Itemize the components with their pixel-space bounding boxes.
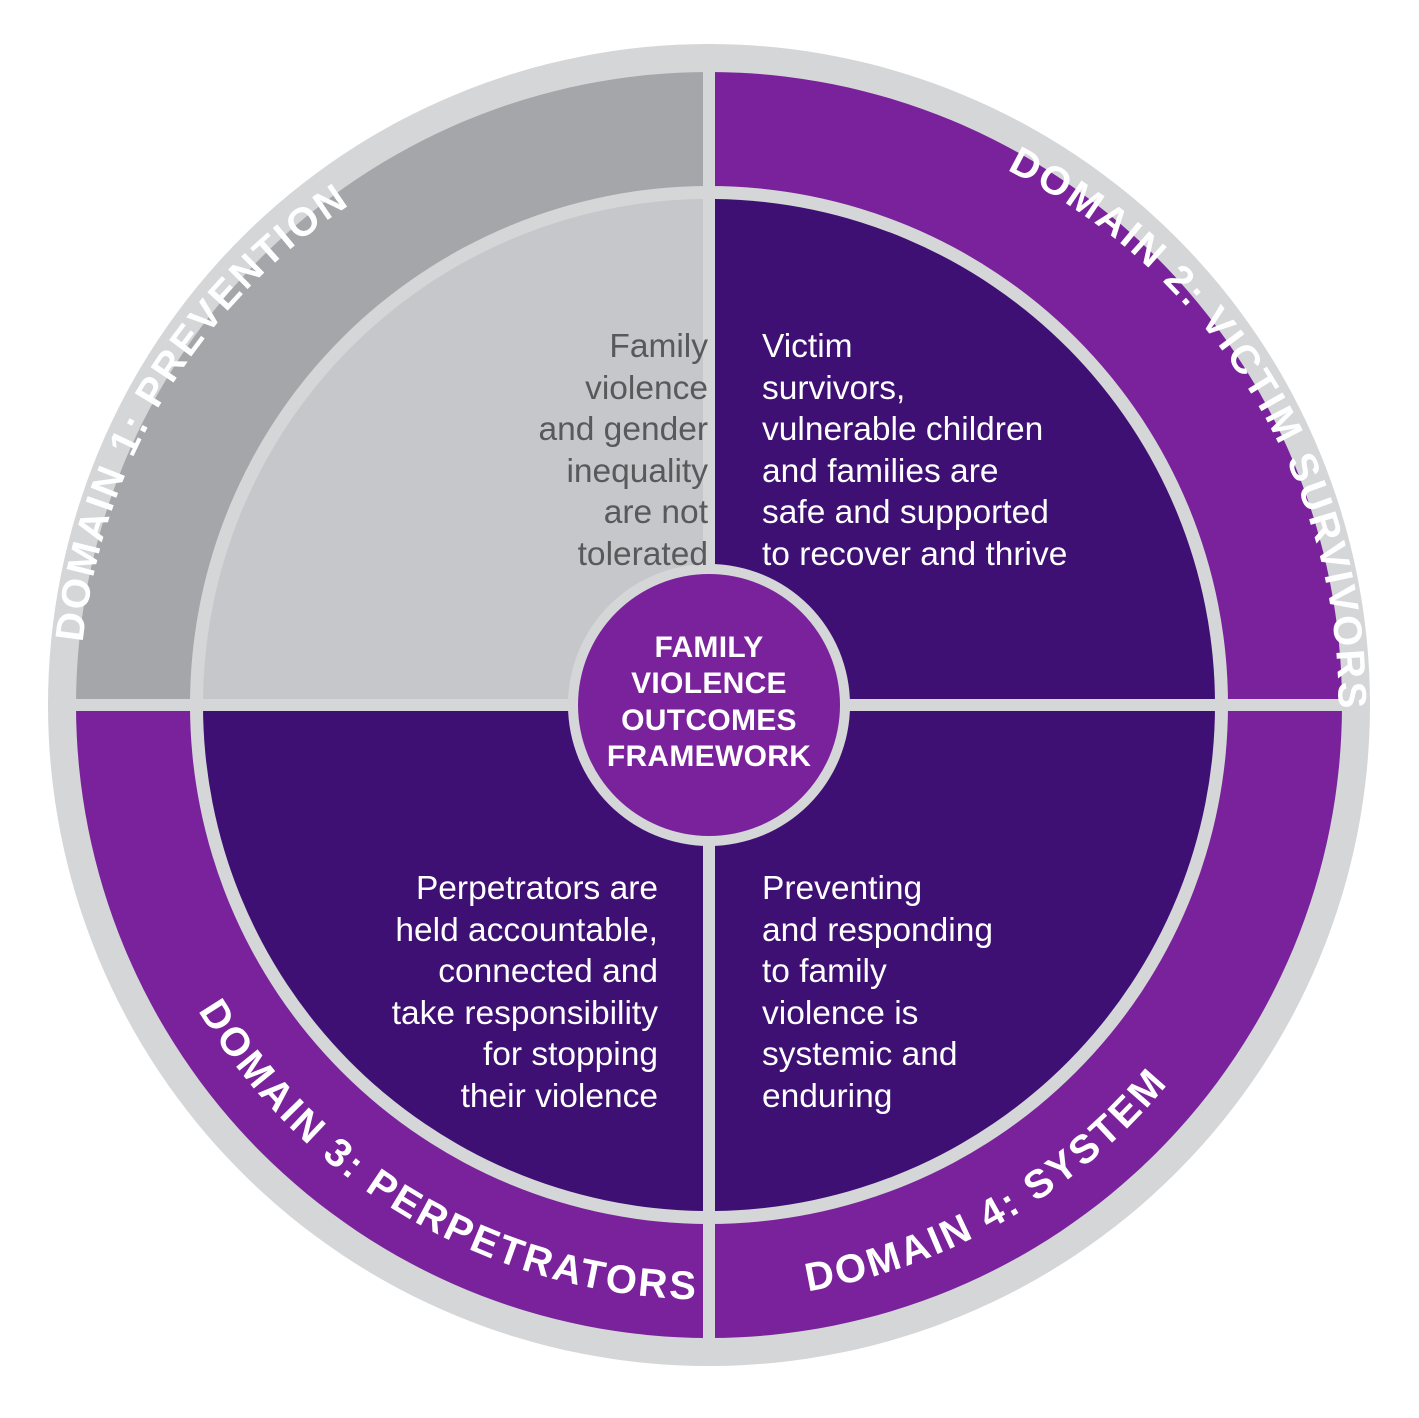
domain-1-line: inequality bbox=[566, 452, 708, 490]
domain-2-ring-segment bbox=[709, 72, 1342, 705]
domain-2-line: vulnerable children bbox=[762, 411, 1044, 449]
center-line: VIOLENCE bbox=[631, 667, 787, 701]
domain-4-body-text: Preventing and responding to family viol… bbox=[762, 868, 1102, 1117]
domain-1-ring-segment bbox=[76, 72, 709, 705]
domain-4-line: Preventing bbox=[762, 870, 923, 907]
domain-1-line: violence bbox=[585, 369, 708, 407]
domain-1-body-text: Family violence and gender inequality ar… bbox=[368, 326, 708, 575]
center-label: FAMILY VIOLENCE OUTCOMES FRAMEWORK bbox=[578, 630, 840, 775]
domain-3-line: held accountable, bbox=[395, 911, 658, 949]
domain-4-line: systemic and bbox=[762, 1036, 958, 1074]
domain-3-ring-segment bbox=[76, 705, 709, 1338]
domain-4-line: to family bbox=[762, 953, 887, 991]
domain-2-body-segment bbox=[715, 199, 1215, 705]
domain-2-body-text: Victim survivors, vulnerable children an… bbox=[762, 326, 1092, 575]
domain-4-line: enduring bbox=[762, 1077, 893, 1115]
domain-1-body-segment bbox=[202, 199, 703, 705]
domain-3-line: for stopping bbox=[482, 1036, 658, 1074]
domain-2-line: and families are bbox=[762, 452, 999, 490]
center-line: OUTCOMES bbox=[621, 703, 797, 737]
domain-3-body-segment bbox=[203, 705, 703, 1211]
domain-1-line: are not bbox=[603, 494, 708, 532]
domain-3-body-text: Perpetrators are held accountable, conne… bbox=[318, 868, 658, 1117]
center-line: FAMILY bbox=[654, 631, 764, 664]
domain-3-line: their violence bbox=[460, 1077, 658, 1115]
domain-1-line: tolerated bbox=[577, 535, 708, 573]
domain-3-line: connected and bbox=[438, 953, 658, 991]
domain-3-line: Perpetrators are bbox=[415, 870, 658, 907]
domain-4-ring-segment bbox=[709, 705, 1342, 1338]
center-line: FRAMEWORK bbox=[606, 739, 812, 773]
domain-3-line: take responsibility bbox=[391, 994, 658, 1032]
domain-1-line: Family bbox=[609, 328, 708, 365]
domain-4-body-segment bbox=[715, 705, 1215, 1211]
domain-2-line: Victim bbox=[762, 328, 853, 365]
domain-4-line: violence is bbox=[762, 994, 919, 1032]
domain-2-line: safe and supported bbox=[762, 494, 1049, 532]
domain-1-line: and gender bbox=[538, 411, 708, 449]
domain-2-line: to recover and thrive bbox=[762, 535, 1068, 573]
center-circle bbox=[578, 574, 840, 836]
domain-4-line: and responding bbox=[762, 911, 993, 949]
domain-2-line: survivors, bbox=[762, 369, 906, 407]
